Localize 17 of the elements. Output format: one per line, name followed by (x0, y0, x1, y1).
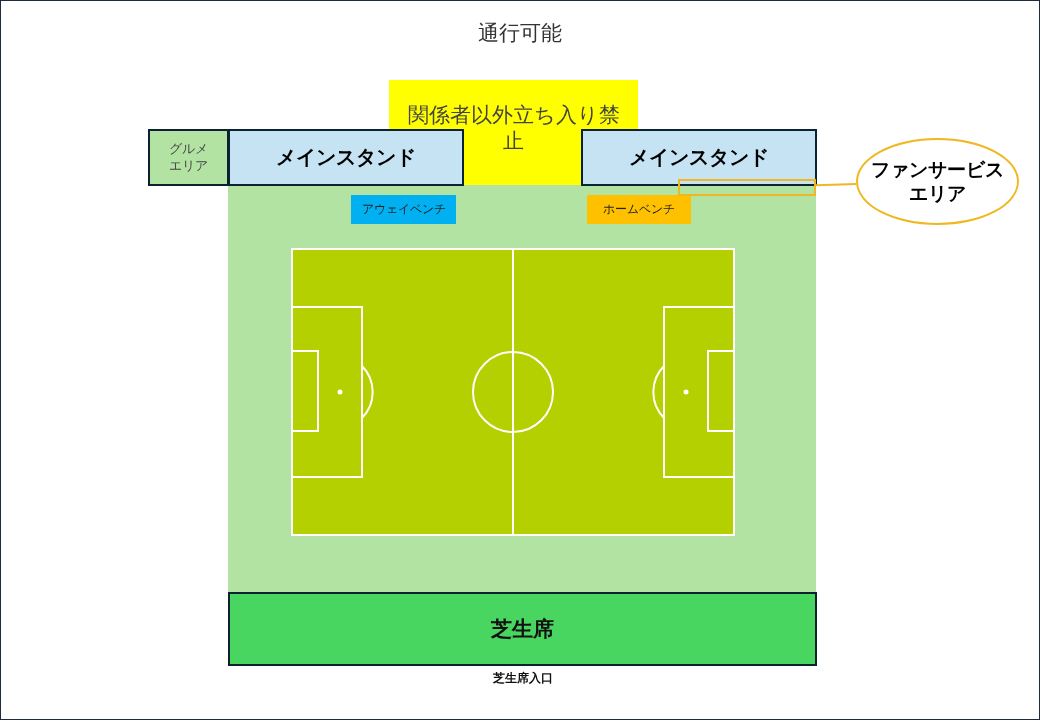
seating-label: 芝生席 (491, 615, 554, 643)
stand-label: メインスタンド (629, 145, 769, 170)
bench-label: ホームベンチ (603, 202, 675, 217)
bench-box (587, 195, 691, 224)
callout-label: ファンサービスエリア (870, 157, 1005, 206)
area-box (148, 129, 229, 186)
area-label: グルメエリア (168, 141, 209, 174)
area-note: 通行可能 (478, 20, 562, 47)
entrance-label: 芝生席入口 (491, 670, 554, 687)
bench-label: アウェイベンチ (361, 202, 446, 217)
stand-box (228, 129, 464, 186)
bench-box (351, 195, 456, 224)
stand-box (581, 129, 817, 186)
leader-line (815, 183, 858, 187)
seating-box (228, 592, 817, 666)
highlight-box (678, 179, 816, 196)
field-area (228, 185, 816, 592)
